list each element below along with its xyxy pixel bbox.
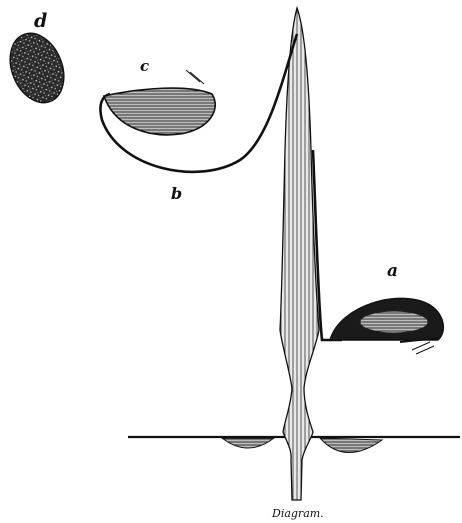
seed-d [0, 25, 73, 110]
label-b: b [171, 186, 182, 202]
label-a: a [387, 263, 398, 280]
label-d: d [34, 12, 47, 31]
label-c: c [140, 59, 149, 74]
figure-caption: Diagram. [272, 508, 324, 519]
seed-a [330, 298, 443, 354]
central-stalk [280, 8, 319, 500]
seed-c [104, 70, 215, 135]
